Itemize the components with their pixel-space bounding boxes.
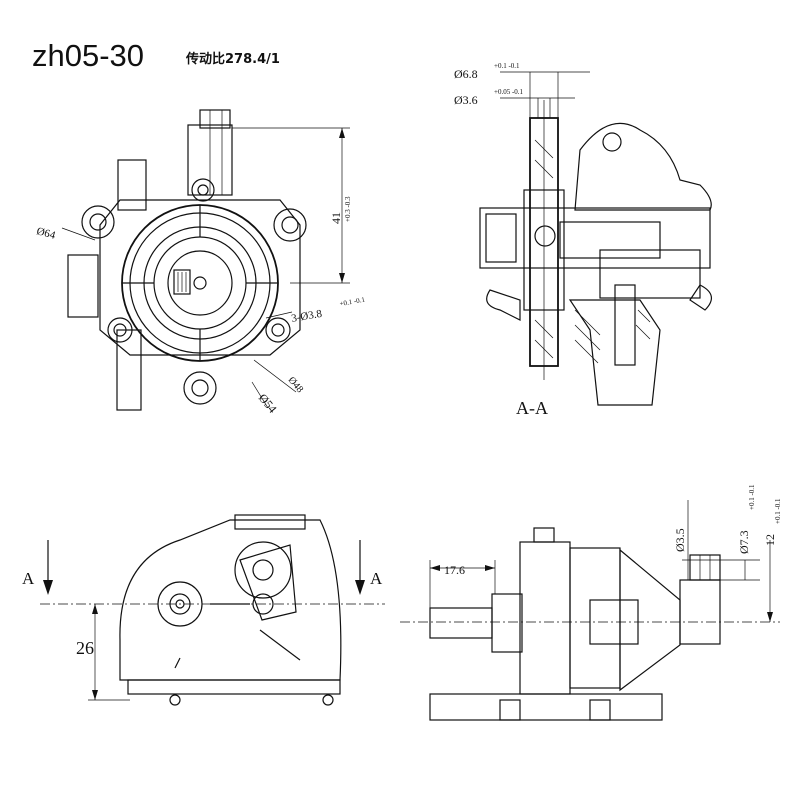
- dim-diameter-7-3: Ø7.3: [737, 530, 751, 554]
- gear-ratio-label: 传动比278.4/1: [186, 52, 280, 67]
- dim-holes-tolerance: +0.1 -0.1: [339, 296, 366, 308]
- front-view: [61, 109, 350, 411]
- dim-shaft-tolerance: +0.1 -0.1: [494, 62, 520, 70]
- dim-diameter-7-3-tolerance: +0.1 -0.1: [748, 484, 756, 510]
- dim-bore-tolerance: +0.05 -0.1: [494, 88, 524, 96]
- section-mark-a-right: A: [370, 569, 383, 588]
- dim-12-tolerance: +0.1 -0.1: [774, 498, 782, 524]
- section-label-a-a: A-A: [516, 398, 548, 418]
- dim-diameter-64: Ø64: [35, 225, 57, 242]
- dim-bore-diameter-3-6: Ø3.6: [454, 93, 478, 107]
- dim-height-41: 41: [329, 212, 343, 224]
- dim-shaft-diameter-6-8: Ø6.8: [454, 67, 478, 81]
- dim-diameter-48: Ø48: [286, 375, 306, 395]
- dim-diameter-3-5: Ø3.5: [673, 528, 687, 552]
- dim-17-6: 17.6: [444, 563, 465, 577]
- dim-12: 12: [763, 534, 777, 546]
- dim-holes-3x3-8: 3-Ø3.8: [290, 308, 323, 325]
- dim-height-41-tolerance: +0.3 -0.3: [344, 196, 352, 222]
- section-view: [479, 71, 712, 406]
- dim-26: 26: [76, 638, 94, 658]
- dim-diameter-54: Ø54: [256, 391, 280, 416]
- model-title: zh05-30: [32, 38, 145, 73]
- section-mark-a-left: A: [22, 569, 35, 588]
- bottom-left-view: [40, 514, 385, 706]
- side-view: [400, 500, 780, 721]
